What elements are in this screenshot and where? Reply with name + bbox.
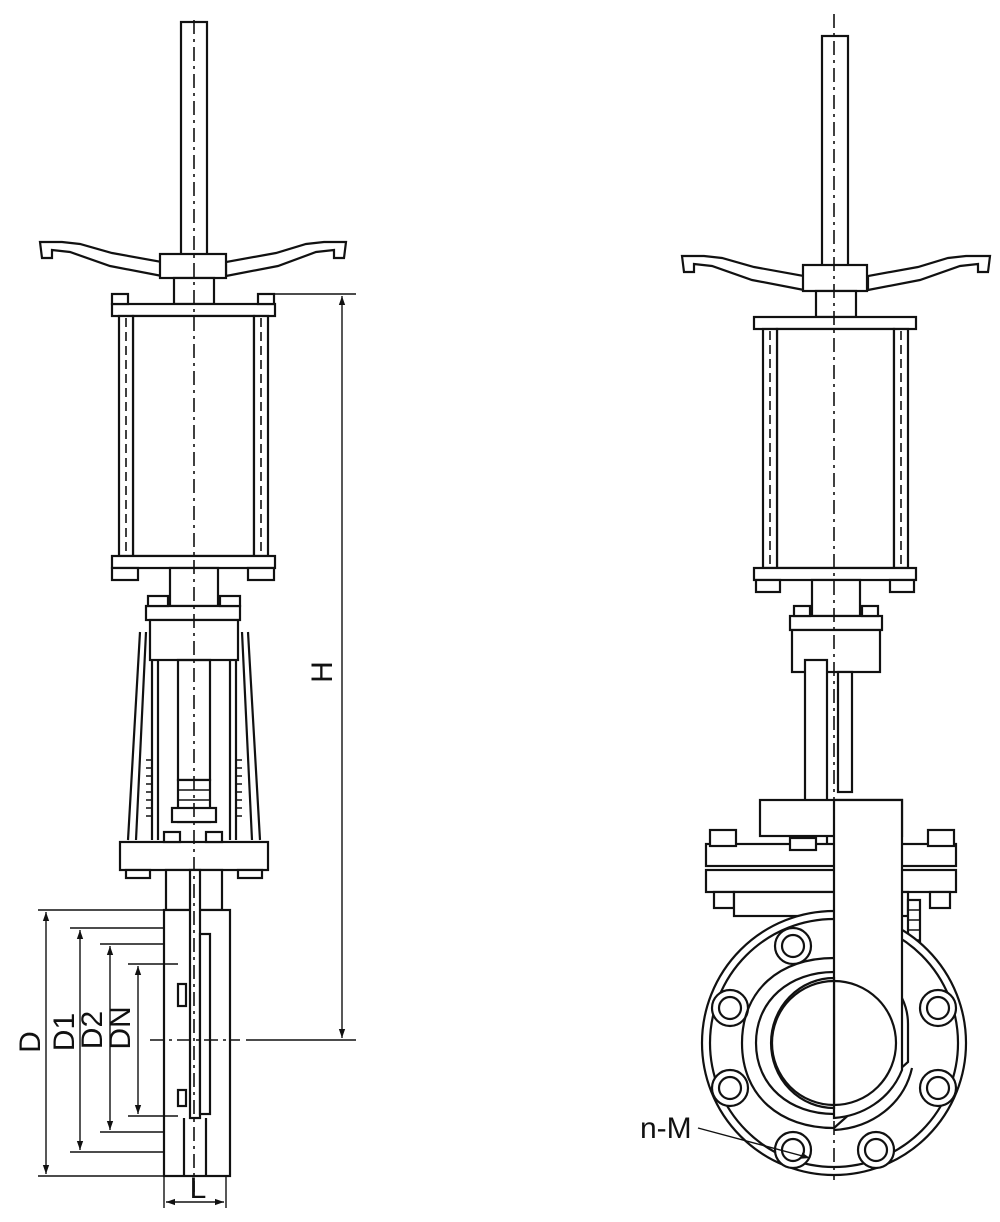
- side-handwheel-hub: [158, 252, 228, 280]
- front-yoke-bolt-right: [860, 604, 880, 618]
- front-handwheel-left-arm: [680, 254, 806, 292]
- side-view-dimensions: H D D1 D2 DN L: [14, 293, 356, 1208]
- front-view: [680, 14, 992, 1180]
- front-yoke-column-right: [836, 670, 854, 794]
- dimension-L-label: L: [190, 1172, 207, 1205]
- dimension-D2-label: D2: [76, 1011, 109, 1049]
- front-cylinder-body: [775, 327, 896, 570]
- front-stem-nut: [814, 289, 858, 319]
- front-gate-blade: [832, 798, 904, 1120]
- front-bolt-left-bottom: [712, 890, 736, 910]
- dimension-DN-label: DN: [104, 1006, 137, 1049]
- n-M-leader-line: [697, 1127, 811, 1159]
- side-view: [38, 20, 348, 1192]
- front-gland-flange-bottom: [704, 868, 958, 894]
- front-handwheel-right-arm: [866, 254, 992, 292]
- n-M-callout: n-M: [640, 1112, 811, 1159]
- front-bolt-left-top: [708, 828, 738, 848]
- front-handwheel-hub: [801, 263, 869, 293]
- dimension-H-label: H: [306, 661, 339, 683]
- side-handwheel-right-arm: [224, 240, 348, 278]
- side-bottom-bolt-right: [246, 566, 276, 582]
- front-cylinder-bottom-plate: [752, 566, 918, 582]
- side-yoke-legs: [126, 631, 262, 841]
- side-gate-seat: [198, 932, 212, 1116]
- side-gland-nut-right: [236, 868, 264, 880]
- front-body-inner-left: [754, 970, 835, 1116]
- side-seat-key-top: [176, 982, 188, 1008]
- front-cylinder-top-plate: [752, 315, 918, 331]
- side-yoke-columns: [150, 660, 238, 840]
- side-bottom-bolt-left: [110, 566, 140, 582]
- side-top-bolt-right: [256, 292, 276, 306]
- front-neck: [810, 578, 862, 618]
- front-gland-flange-top: [704, 842, 958, 868]
- dimension-D-label: D: [14, 1031, 47, 1053]
- front-bolt-right-top: [926, 828, 956, 848]
- side-gland-bolt-left: [162, 830, 182, 844]
- side-handwheel-left-arm: [38, 240, 164, 278]
- front-yoke-bolt-left: [792, 604, 812, 618]
- dimension-D1-label: D1: [48, 1013, 81, 1051]
- front-bolt-holes: [710, 926, 958, 1170]
- side-gate-blade: [188, 868, 202, 1120]
- side-yoke-top: [144, 604, 242, 622]
- front-stem: [820, 34, 850, 268]
- front-yoke-top: [788, 614, 884, 632]
- side-gland-nut-left: [124, 868, 152, 880]
- side-seat-key-bottom: [176, 1088, 188, 1108]
- side-yoke-bolt-left: [146, 594, 170, 608]
- side-flange-steps: [182, 1118, 208, 1176]
- side-gland-bolt-right: [204, 830, 224, 844]
- side-yoke-bolt-right: [218, 594, 242, 608]
- side-top-bolt-left: [110, 292, 130, 306]
- n-M-label: n-M: [640, 1112, 692, 1145]
- front-bottom-bolt-left: [754, 578, 782, 594]
- side-yoke-ticks: [146, 759, 242, 817]
- front-gate-edge: [833, 1067, 914, 1132]
- front-bolt-right-bottom: [928, 890, 952, 910]
- front-bolt-center: [788, 836, 818, 852]
- front-bottom-bolt-right: [888, 578, 916, 594]
